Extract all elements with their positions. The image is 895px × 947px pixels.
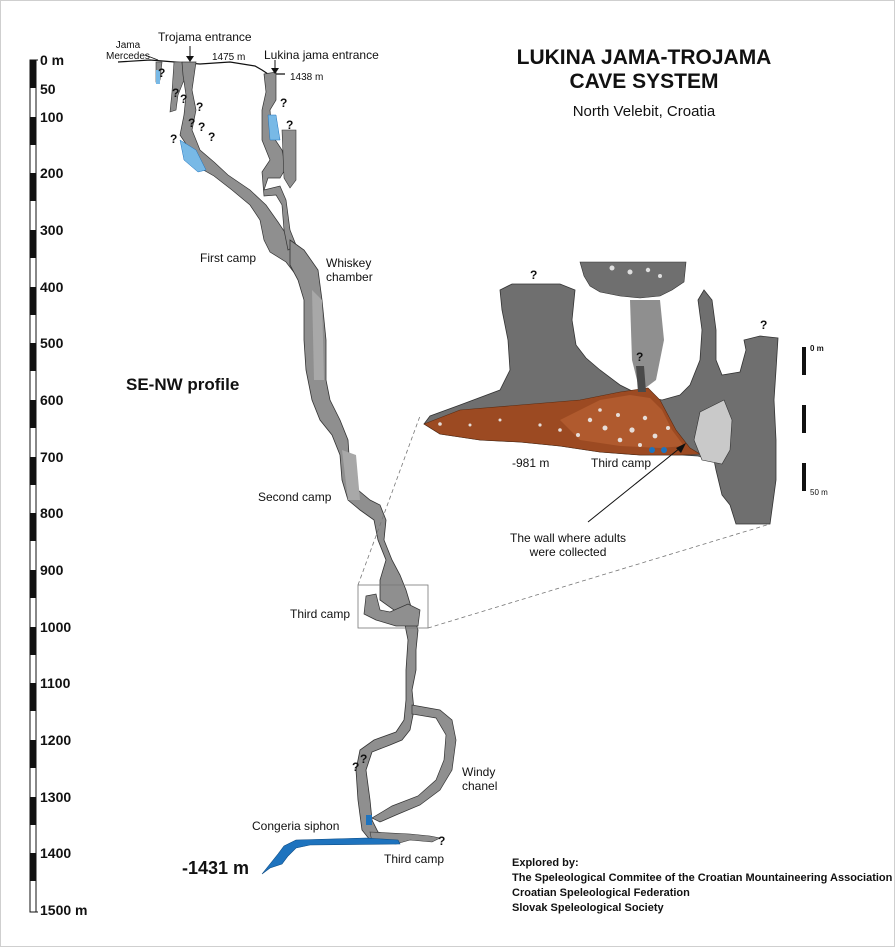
question-mark: ? [208, 130, 216, 144]
lukina-upper-passages [261, 71, 297, 251]
inset-camp-label: Third camp [591, 456, 652, 470]
depth-label: 0 m [40, 52, 65, 68]
depth-label: 1100 [40, 675, 71, 691]
windy-channel-label: Windy chanel [462, 765, 498, 793]
third-camp-label: Third camp [290, 607, 351, 621]
question-mark: ? [636, 350, 644, 364]
question-mark: ? [360, 752, 368, 766]
lukina-entrance-label: Lukina jama entrance [264, 48, 379, 62]
connector-line-top [357, 415, 421, 586]
second-camp-label: Second camp [258, 490, 332, 504]
third-camp-bottom-label: Third camp [384, 852, 445, 866]
surface-line [117, 59, 285, 75]
credits-line: The Speleological Commitee of the Croati… [512, 872, 893, 884]
credits-heading: Explored by: [512, 857, 579, 869]
main-shaft [289, 239, 421, 843]
question-mark: ? [760, 318, 768, 332]
question-mark: ? [280, 96, 288, 110]
inset-wall-note: The wall where adults were collected [510, 531, 627, 559]
windy-channel [371, 704, 457, 823]
trojama-entrance-label: Trojama entrance [158, 30, 252, 44]
trojama-upper-passages [155, 61, 301, 276]
map-location: North Velebit, Croatia [572, 103, 716, 120]
map-title-line1: LUKINA JAMA-TROJAMA [516, 46, 772, 69]
depth-label: 1000 [40, 619, 72, 635]
bottom-passages [261, 815, 441, 875]
depth-label: 1400 [40, 845, 72, 861]
inset-scale-bottom: 50 m [810, 488, 828, 497]
trojama-altitude: 1475 m [212, 52, 246, 63]
depth-label: 100 [40, 109, 64, 125]
depth-label: 200 [40, 165, 64, 181]
question-mark: ? [352, 760, 360, 774]
inset-depth-label: -981 m [512, 456, 550, 470]
max-depth-label: -1431 m [182, 858, 250, 878]
inset-detail [423, 261, 806, 525]
first-camp-label: First camp [200, 251, 257, 265]
depth-label: 50 [40, 81, 56, 97]
profile-label: SE-NW profile [126, 375, 240, 394]
inset-scale-top: 0 m [810, 344, 824, 353]
question-mark: ? [188, 116, 196, 130]
connector-line-bottom [427, 523, 771, 629]
question-mark: ? [438, 834, 446, 848]
map-title-line2: CAVE SYSTEM [569, 70, 719, 93]
question-mark: ? [286, 118, 294, 132]
depth-label: 500 [40, 335, 64, 351]
congeria-siphon-label: Congeria siphon [252, 819, 340, 833]
question-mark: ? [180, 92, 188, 106]
depth-label: 1300 [40, 789, 72, 805]
question-mark: ? [158, 66, 166, 80]
depth-scale-bar [29, 59, 38, 913]
depth-label: 900 [40, 562, 64, 578]
question-mark: ? [170, 132, 178, 146]
depth-label: 400 [40, 279, 64, 295]
depth-label: 700 [40, 449, 64, 465]
depth-label: 1200 [40, 732, 72, 748]
question-mark: ? [530, 268, 538, 282]
mercedes-label: Jama Mercedes [106, 40, 150, 62]
inset-highlight-box [357, 584, 429, 629]
question-mark: ? [172, 86, 180, 100]
credits-block: Explored by: The Speleological Commitee … [512, 856, 892, 916]
lukina-altitude: 1438 m [290, 72, 324, 83]
question-mark: ? [198, 120, 206, 134]
whiskey-chamber-label: Whiskey chamber [326, 256, 373, 284]
depth-label: 300 [40, 222, 64, 238]
question-mark: ? [196, 100, 204, 114]
depth-label: 1500 m [40, 902, 88, 918]
depth-label: 800 [40, 505, 64, 521]
credits-line: Croatian Speleological Federation [512, 887, 690, 899]
depth-label: 600 [40, 392, 64, 408]
credits-line: Slovak Speleological Society [512, 902, 664, 914]
